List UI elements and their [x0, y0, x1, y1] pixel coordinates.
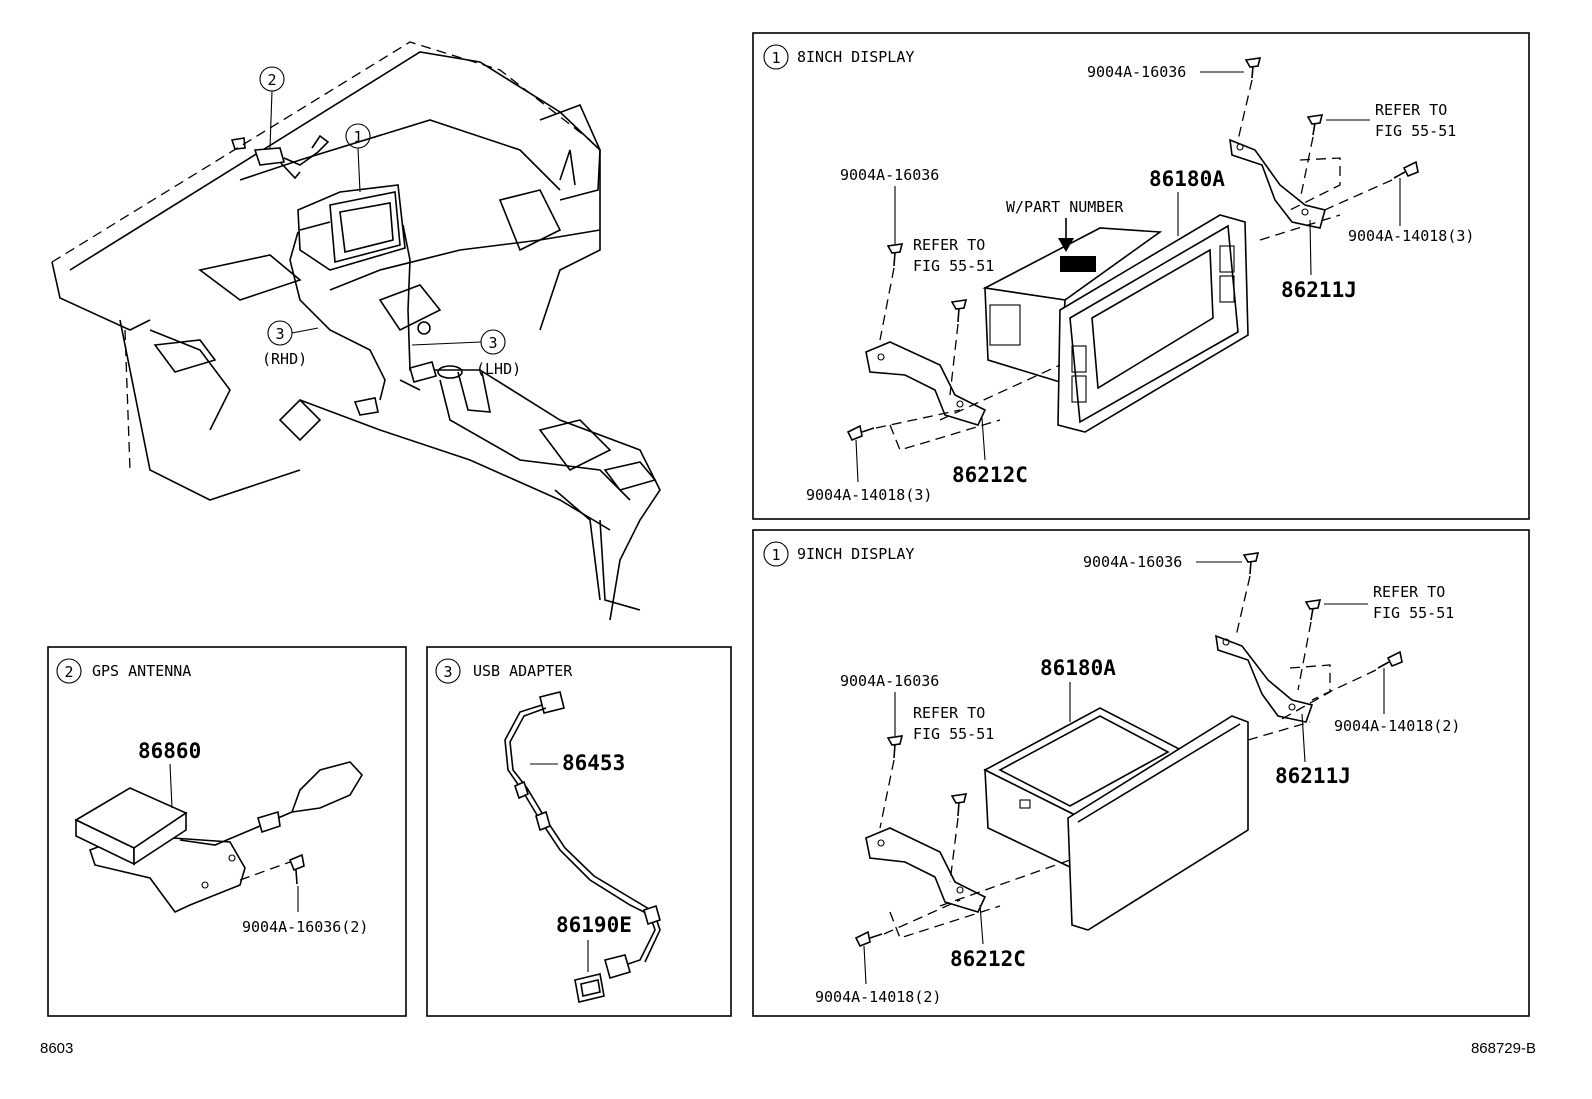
overview-callout-1: 1 — [353, 128, 362, 146]
panel-9inch-screw-icons — [854, 552, 1403, 948]
panel-8inch-title: 8INCH DISPLAY — [797, 48, 914, 66]
panel-gps-antenna: 2 GPS ANTENNA 86860 9004A-16036(2) — [47, 646, 407, 1017]
panel-9inch-part-display-label: 86180A — [1040, 656, 1116, 680]
panel-9inch-refer-right-1: REFER TO — [1373, 583, 1445, 601]
panel-8inch-refer-left-2: FIG 55-51 — [913, 257, 994, 275]
panel-gps-callout: 2 — [64, 663, 73, 681]
panel-8inch-screw-icons — [846, 57, 1419, 442]
panel-8inch-screw-bottom-label: 9004A-14018(3) — [806, 486, 932, 504]
panel-9inch-callout: 1 — [771, 546, 780, 564]
overview-callout-3-rhd: 3 — [275, 325, 284, 343]
panel-9inch-screw-right-label: 9004A-14018(2) — [1334, 717, 1460, 735]
panel-8inch-part-bracket-left-label: 86212C — [952, 463, 1028, 487]
footer-left-code: 8603 — [40, 1040, 73, 1057]
panel-8inch-display: 1 8INCH DISPLAY W/PART NUMBER — [752, 32, 1530, 520]
dashboard-overview: 2 1 3 (RHD) 3 (LHD) — [51, 41, 661, 621]
panel-9inch-display: 1 9INCH DISPLAY — [752, 529, 1530, 1017]
panel-8inch-refer-left-1: REFER TO — [913, 236, 985, 254]
overview-callout-2: 2 — [267, 71, 276, 89]
panel-9inch-refer-left-2: FIG 55-51 — [913, 725, 994, 743]
overview-callout-3-lhd: 3 — [488, 334, 497, 352]
panel-usb-part-cable-label: 86453 — [562, 751, 625, 775]
panel-8inch-part-number-note: W/PART NUMBER — [1006, 198, 1124, 216]
panel-8inch-refer-right-1: REFER TO — [1375, 101, 1447, 119]
panel-9inch-screw-top-label: 9004A-16036 — [1083, 553, 1182, 571]
panel-9inch-refer-left-1: REFER TO — [913, 704, 985, 722]
panel-8inch-screw-left-label: 9004A-16036 — [840, 166, 939, 184]
overview-lhd-label: (LHD) — [476, 360, 521, 378]
footer-right-code: 868729-B — [1471, 1040, 1536, 1057]
panel-8inch-part-bracket-right-label: 86211J — [1281, 278, 1357, 302]
panel-usb-adapter: 3 USB ADAPTER 86453 86190E — [426, 646, 732, 1017]
panel-gps-screw-label: 9004A-16036(2) — [242, 918, 368, 936]
panel-gps-part-antenna-label: 86860 — [138, 739, 201, 763]
panel-8inch-refer-right-2: FIG 55-51 — [1375, 122, 1456, 140]
panel-9inch-part-bracket-right-label: 86211J — [1275, 764, 1351, 788]
panel-8inch-callout: 1 — [771, 49, 780, 67]
panel-usb-callout: 3 — [443, 663, 452, 681]
panel-9inch-screw-bottom-label: 9004A-14018(2) — [815, 988, 941, 1006]
panel-usb-title: USB ADAPTER — [473, 662, 573, 680]
panel-9inch-part-bracket-left-label: 86212C — [950, 947, 1026, 971]
panel-9inch-refer-right-2: FIG 55-51 — [1373, 604, 1454, 622]
panel-gps-title: GPS ANTENNA — [92, 662, 191, 680]
panel-8inch-part-display-label: 86180A — [1149, 167, 1225, 191]
overview-rhd-label: (RHD) — [262, 350, 307, 368]
panel-8inch-screw-right-label: 9004A-14018(3) — [1348, 227, 1474, 245]
panel-9inch-title: 9INCH DISPLAY — [797, 545, 914, 563]
panel-8inch-screw-top-label: 9004A-16036 — [1087, 63, 1186, 81]
panel-9inch-screw-left-label: 9004A-16036 — [840, 672, 939, 690]
panel-usb-part-adapter-label: 86190E — [556, 913, 632, 937]
